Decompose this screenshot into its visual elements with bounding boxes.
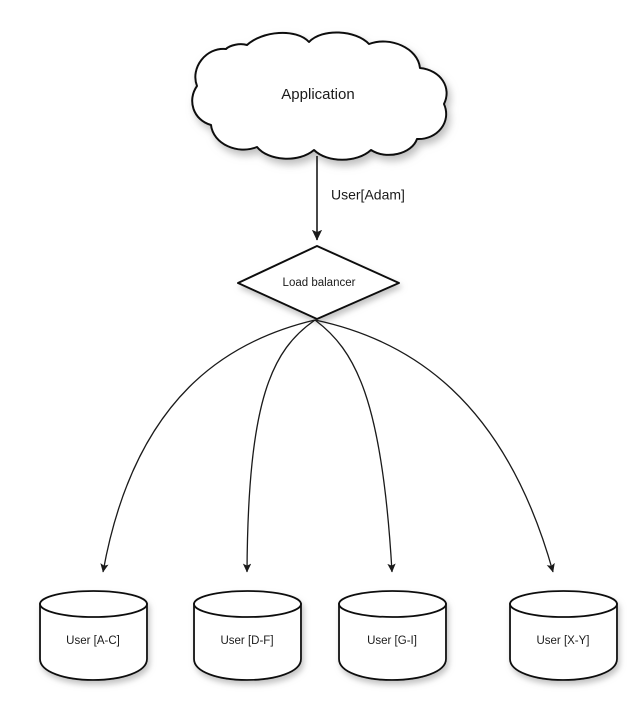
shard-1-label: User [A-C] xyxy=(66,635,120,647)
node-shard-2[interactable]: User [D-F] xyxy=(193,590,302,681)
edge-balancer-to-shard-1 xyxy=(100,319,316,573)
node-shard-4[interactable]: User [X-Y] xyxy=(509,590,618,681)
edges-balancer-to-shards xyxy=(100,319,555,573)
edge-balancer-to-shard-2 xyxy=(242,319,316,573)
node-shard-1[interactable]: User [A-C] xyxy=(39,590,148,681)
shard-2-label: User [D-F] xyxy=(220,635,273,647)
cloud-label: Application xyxy=(281,86,354,103)
shard-3-label: User [G-I] xyxy=(367,635,417,647)
edge-balancer-to-shard-3 xyxy=(314,319,396,573)
node-shard-3[interactable]: User [G-I] xyxy=(338,590,447,681)
load-balancer-label: Load balancer xyxy=(283,277,356,289)
edge-app-to-balancer-label: User[Adam] xyxy=(331,187,405,203)
node-load-balancer[interactable]: Load balancer xyxy=(237,245,400,320)
shard-4-label: User [X-Y] xyxy=(536,635,589,647)
edge-balancer-to-shard-4 xyxy=(314,319,555,573)
node-application[interactable]: Application xyxy=(191,31,448,161)
edge-app-to-balancer: User[Adam] xyxy=(311,156,405,241)
